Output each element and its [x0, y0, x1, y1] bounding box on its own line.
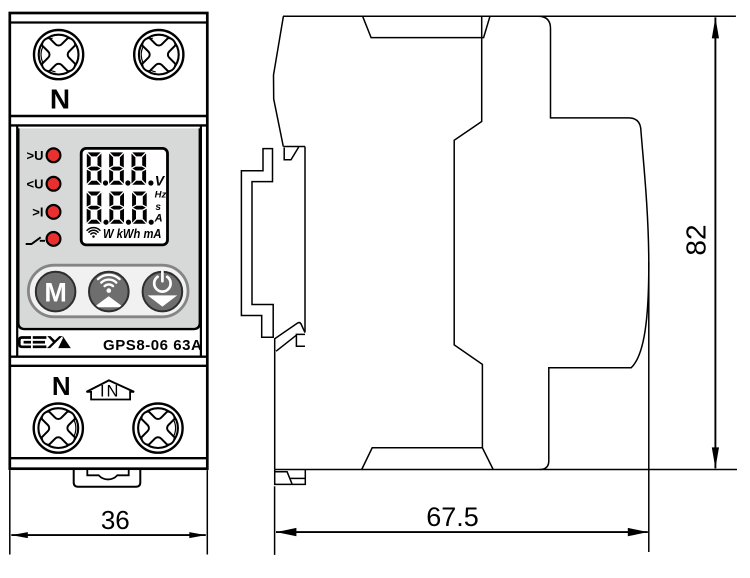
svg-text:67.5: 67.5	[426, 502, 479, 532]
svg-text:36: 36	[101, 505, 130, 535]
svg-text:M: M	[44, 277, 67, 307]
svg-text:Hz: Hz	[155, 190, 167, 201]
svg-text:s: s	[155, 202, 161, 213]
svg-text:V: V	[155, 172, 166, 188]
svg-text:A: A	[154, 213, 163, 225]
svg-text:W kWh mA: W kWh mA	[103, 226, 162, 241]
svg-text:N: N	[50, 84, 70, 115]
svg-text:>I: >I	[32, 204, 43, 219]
svg-text:IN: IN	[100, 383, 121, 401]
svg-text:<U: <U	[27, 176, 44, 191]
svg-text:82: 82	[681, 224, 712, 255]
svg-text:N: N	[52, 371, 71, 401]
svg-text:GPS8-06 63A: GPS8-06 63A	[103, 337, 202, 354]
svg-text:>U: >U	[27, 148, 44, 163]
